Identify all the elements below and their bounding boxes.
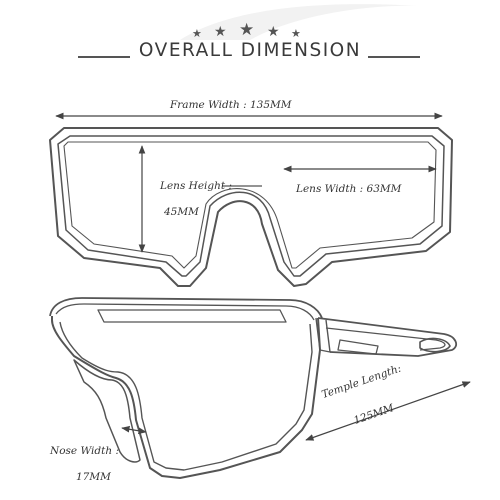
frame-width-label: Frame Width : 135MM — [170, 99, 292, 111]
front-view — [49, 127, 453, 287]
lens-height-label: Lens Height : — [160, 180, 232, 192]
heading-rule-left — [78, 56, 130, 58]
front-frame-outer — [49, 127, 453, 287]
nose-width-value: 17MM — [76, 471, 111, 483]
lens-height-value: 45MM — [164, 206, 199, 218]
header-swoosh — [180, 4, 420, 40]
star-icon: ★ — [239, 20, 255, 40]
star-icon: ★ — [267, 24, 280, 40]
star-icon: ★ — [192, 27, 202, 40]
side-view — [49, 297, 458, 479]
page-title: OVERALL DIMENSION — [138, 40, 362, 61]
front-frame-inner — [57, 135, 445, 277]
star-icon: ★ — [214, 24, 227, 40]
lens-width-label: Lens Width : 63MM — [296, 183, 402, 195]
rating-stars: ★ ★ ★ ★ ★ — [192, 20, 308, 42]
heading-rule-right — [368, 56, 420, 58]
nose-width-label: Nose Width : — [50, 445, 119, 457]
star-icon: ★ — [291, 27, 301, 40]
